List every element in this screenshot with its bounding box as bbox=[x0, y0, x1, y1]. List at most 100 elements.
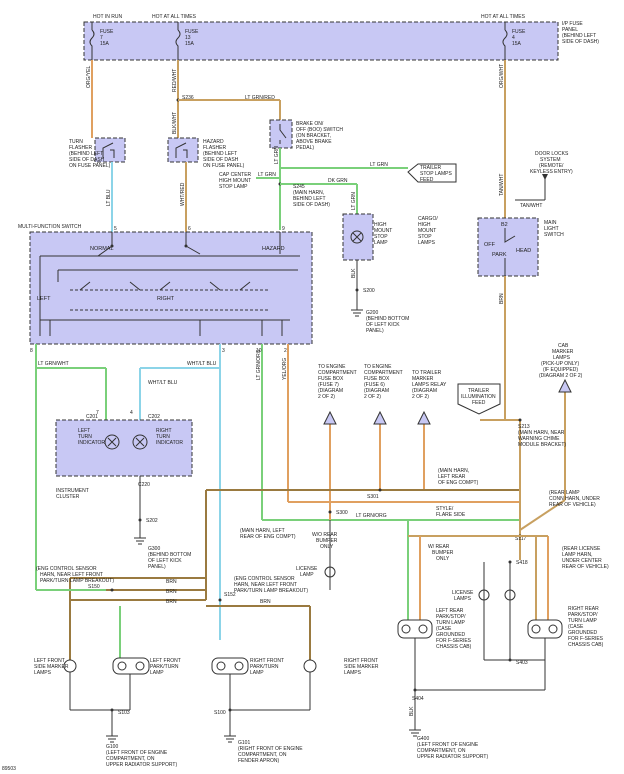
hot-at-all-times-label-2: HOT AT ALL TIMES bbox=[481, 14, 526, 20]
license-lamp-l1: LICENSE bbox=[296, 566, 318, 572]
rf-side-l2: SIDE MARKER bbox=[344, 664, 379, 670]
mls-head: HEAD bbox=[516, 248, 531, 254]
g101-l1: G101 bbox=[238, 740, 250, 746]
rf-park-l1: RIGHT FRONT bbox=[250, 658, 284, 664]
s245-l4: SIDE OF DASH) bbox=[293, 202, 330, 208]
eng-ctrl-right-l2: HARN, NEAR LEFT FRONT bbox=[234, 582, 297, 588]
g300-l4: PANEL) bbox=[148, 564, 166, 570]
mls-l1: MAIN bbox=[544, 220, 557, 226]
front-lamp-wires: BRN BRN BRN BRN S150 S152 (ENG CONTROL S… bbox=[36, 560, 311, 660]
main-harn-lr2-l2: REAR OF ENG COMPT) bbox=[240, 534, 296, 540]
lr-lamp-l2: PARK/STOP/ bbox=[436, 614, 466, 620]
pin-9: 9 bbox=[282, 226, 285, 232]
wire-brn-5: BRN bbox=[260, 599, 271, 605]
lr-lamp-l4: (CASE bbox=[436, 626, 452, 632]
mls-park: PARK bbox=[492, 252, 507, 258]
trailer-stop-lamps-feed: TRAILER STOP LAMPS FEED bbox=[407, 163, 457, 183]
to-fuse6-l5: (DIAGRAM bbox=[364, 388, 389, 394]
conn-c201: C201 bbox=[86, 414, 98, 420]
pin-5: 5 bbox=[114, 226, 117, 232]
right-turn-ind-l1: RIGHT bbox=[156, 428, 172, 434]
g400-l3: COMPARTMENT, ON bbox=[417, 748, 466, 754]
g100-l2: (LEFT FRONT OF ENGINE bbox=[106, 750, 168, 756]
hazard-flasher: HAZARD FLASHER (BEHIND LEFT SIDE OF DASH… bbox=[167, 137, 245, 169]
wire-blk-2: BLK bbox=[409, 706, 415, 716]
right-turn-ind-l3: INDICATOR bbox=[156, 440, 183, 446]
wo-rear-bumper-l2: BUMPER bbox=[316, 538, 338, 544]
turn-flasher: TURN FLASHER (BEHIND LEFT SIDE OF DASH O… bbox=[69, 137, 126, 169]
wire-brn-4: BRN bbox=[166, 599, 177, 605]
fuse-13-num: 13 bbox=[185, 35, 191, 41]
s213-l4: MODULE BRACKET) bbox=[518, 442, 566, 448]
wire-lt-grn-red: LT GRN/RED bbox=[245, 95, 275, 101]
w-rear-bumper-l2: BUMPER bbox=[432, 550, 454, 556]
lf-side-l3: LAMPS bbox=[34, 670, 52, 676]
mfs-hazard: HAZARD bbox=[262, 246, 285, 252]
fuse-7-name: FUSE bbox=[100, 29, 114, 35]
to-relay-l1: TO TRAILER bbox=[412, 370, 442, 376]
eng-ctrl-left-l3: PARK/TURN LAMP BREAKOUT) bbox=[40, 578, 114, 584]
wire-red-wht: RED/WHT bbox=[172, 69, 178, 92]
rf-side-l3: LAMPS bbox=[344, 670, 362, 676]
mfs-label: MULTI-FUNCTION SWITCH bbox=[18, 224, 82, 230]
boo-l3: (ON BRACKET, bbox=[296, 133, 331, 139]
cargo-l1: CARGO/ bbox=[418, 216, 438, 222]
turn-flasher-l5: ON FUSE PANEL) bbox=[69, 163, 111, 169]
door-locks-system: DOOR LOCKS SYSTEM (REMOTE/ KEYLESS ENTRY… bbox=[515, 151, 573, 209]
g200-l2: (BEHIND BOTTOM bbox=[366, 316, 409, 322]
wire-brn-2: BRN bbox=[166, 579, 177, 585]
right-front-lamps: RIGHT FRONT PARK/TURN LAMP RIGHT FRONT S… bbox=[211, 657, 379, 764]
license-lamps-l1: LICENSE bbox=[452, 590, 474, 596]
rr-lamp-l2: PARK/STOP/ bbox=[568, 612, 598, 618]
splice-s150: S150 bbox=[88, 584, 100, 590]
pin-4: 4 bbox=[130, 410, 133, 416]
to-fuse6-l6: 2 OF 2) bbox=[364, 394, 381, 400]
fuse-panel: HOT IN RUN HOT AT ALL TIMES HOT AT ALL T… bbox=[83, 14, 599, 61]
main-harn-lr-l2: LEFT REAR bbox=[438, 474, 466, 480]
mfs-left: LEFT bbox=[37, 296, 51, 302]
splice-s301: S301 bbox=[367, 494, 379, 500]
lf-park-l1: LEFT FRONT bbox=[150, 658, 181, 664]
cab-marker-l4: (PICK-UP ONLY) bbox=[541, 361, 579, 367]
wire-lt-grn-1: LT GRN bbox=[274, 146, 280, 164]
hazard-flasher-l5: ON FUSE PANEL) bbox=[203, 163, 245, 169]
turn-flasher-l1: TURN bbox=[69, 139, 83, 145]
rear-lamp-wires bbox=[407, 520, 549, 620]
rr-lamp-l7: CHASSIS CAB) bbox=[568, 642, 604, 648]
to-fuse7-l3: FUSE BOX bbox=[318, 376, 344, 382]
footer-code: 89503 bbox=[2, 766, 16, 772]
fuse-13-name: FUSE bbox=[185, 29, 199, 35]
wire-lt-grn-org: LT GRN/ORG bbox=[256, 349, 262, 380]
rear-ground: S403 S404 BLK G400 (LEFT FRONT OF ENGINE… bbox=[409, 620, 546, 760]
fuse-4-name: FUSE bbox=[512, 29, 526, 35]
fuse-panel-label-1: I/P FUSE bbox=[562, 21, 583, 27]
left-turn-ind-l1: LEFT bbox=[78, 428, 90, 434]
hot-in-run-label: HOT IN RUN bbox=[93, 14, 122, 20]
lf-side-l1: LEFT FRONT bbox=[34, 658, 65, 664]
trailer-illum-l3: FEED bbox=[472, 400, 486, 406]
rear-license-l2: LAMP HARN, bbox=[562, 552, 592, 558]
splice-s300: S300 bbox=[336, 510, 348, 516]
left-rear-lamp: LEFT REAR PARK/STOP/ TURN LAMP (CASE GRO… bbox=[397, 608, 472, 650]
lf-park-l2: PARK/TURN bbox=[150, 664, 179, 670]
high-mount-stop-lamp: HIGH MOUNT STOP LAMP CARGO/ HIGH MOUNT S… bbox=[342, 213, 438, 334]
hazard-flasher-l2: FLASHER bbox=[203, 145, 226, 151]
cluster-l1: INSTRUMENT bbox=[56, 488, 89, 494]
wire-lt-grn-3: LT GRN bbox=[258, 172, 276, 178]
cap-center-l2: HIGH MOUNT bbox=[219, 178, 251, 184]
wire-yel-org: YEL/ORG bbox=[282, 358, 288, 380]
boo-l1: BRAKE ON/ bbox=[296, 121, 324, 127]
wire-lt-grn-wht: LT GRN/WHT bbox=[38, 361, 69, 367]
pin-2: 2 bbox=[284, 348, 287, 354]
lr-lamp-l1: LEFT REAR bbox=[436, 608, 464, 614]
splice-s103: S103 bbox=[118, 710, 130, 716]
wire-blk-1: BLK bbox=[351, 268, 357, 278]
main-harn-lr-l1: (MAIN HARN, bbox=[438, 468, 469, 474]
cargo-l3: MOUNT bbox=[418, 228, 436, 234]
top-wires: ORG/YEL RED/WHT S236 BLK/WHT LT GRN/RED … bbox=[86, 60, 506, 218]
rf-side-l1: RIGHT FRONT bbox=[344, 658, 378, 664]
trailer-stop-l3: FEED bbox=[420, 177, 434, 183]
fuse-panel-label-2: PANEL bbox=[562, 27, 578, 33]
g400-l1: G400 bbox=[417, 736, 429, 742]
